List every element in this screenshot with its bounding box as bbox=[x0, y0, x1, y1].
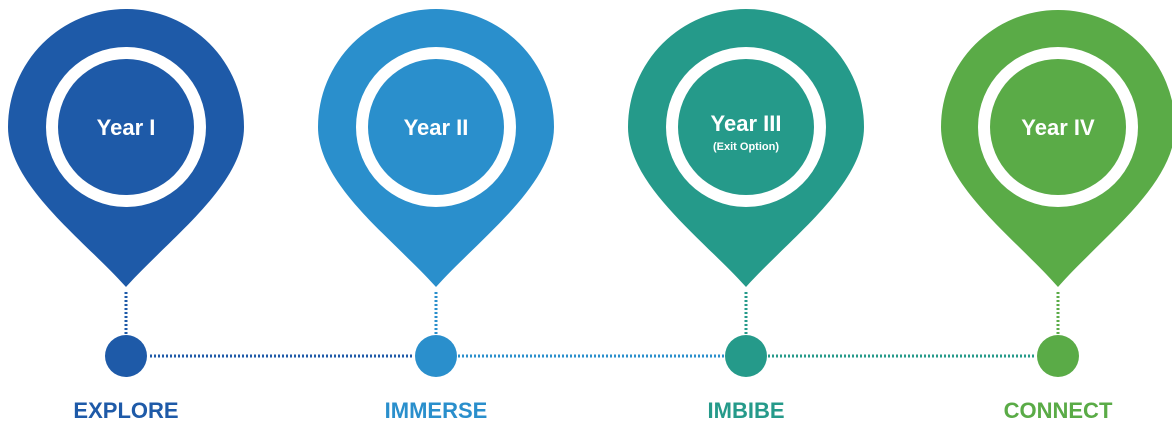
pin-inner-circle bbox=[58, 59, 194, 195]
timeline-node bbox=[725, 335, 767, 377]
pin-inner-circle bbox=[678, 59, 814, 195]
stage-name: CONNECT bbox=[1004, 398, 1113, 421]
stage-3: Year III (Exit Option) IMBIBE bbox=[628, 9, 864, 421]
pin-inner-circle bbox=[368, 59, 504, 195]
pin-inner-circle bbox=[990, 59, 1126, 195]
year-label: Year I bbox=[97, 115, 156, 140]
stage-4: Year IV CONNECT bbox=[941, 10, 1172, 421]
exit-option-note: (Exit Option) bbox=[713, 141, 779, 153]
year-label: Year III bbox=[711, 111, 782, 136]
stage-1: Year I EXPLORE bbox=[8, 9, 244, 421]
stage-name: IMBIBE bbox=[708, 398, 785, 421]
timeline-node bbox=[1037, 335, 1079, 377]
year-label: Year II bbox=[404, 115, 469, 140]
timeline-node bbox=[415, 335, 457, 377]
stage-name: EXPLORE bbox=[73, 398, 178, 421]
stage-name: IMMERSE bbox=[385, 398, 488, 421]
timeline-node bbox=[105, 335, 147, 377]
year-label: Year IV bbox=[1021, 115, 1095, 140]
stage-2: Year II IMMERSE bbox=[318, 9, 554, 421]
